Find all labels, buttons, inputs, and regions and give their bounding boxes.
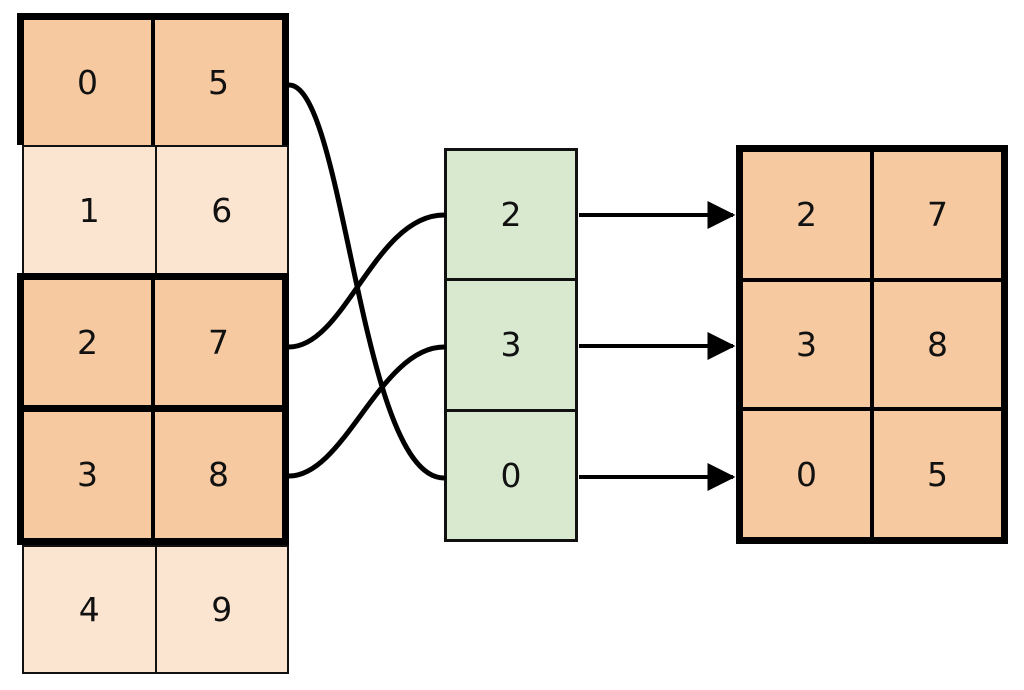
table-row: 3	[447, 281, 575, 412]
result-table: 2 7 3 8 0 5	[736, 145, 1008, 544]
cell: 7	[151, 279, 282, 406]
curve-source3-to-index1	[286, 344, 447, 479]
table-row: 4 9	[22, 544, 289, 675]
curve-source2-to-index0	[286, 212, 447, 350]
cell: 8	[151, 412, 282, 538]
table-row: 3 8	[743, 281, 1001, 412]
cell: 2	[500, 195, 522, 235]
source-table: 0 5 1 6 2 7 3 8 4 9	[17, 13, 289, 675]
cell: 4	[78, 589, 100, 629]
table-row: 1 6	[22, 145, 289, 273]
table-row: 0 5	[743, 411, 1001, 538]
table-row: 0 5	[17, 13, 289, 146]
cell: 7	[870, 152, 1001, 278]
index-column: 2 3 0	[444, 148, 578, 542]
cell: 0	[796, 454, 817, 494]
cell: 5	[151, 20, 282, 146]
table-row: 2	[447, 151, 575, 282]
cell: 5	[870, 411, 1001, 538]
cell: 6	[154, 147, 288, 273]
table-row: 0	[447, 411, 575, 539]
cell: 0	[77, 63, 98, 103]
cell: 1	[78, 190, 100, 230]
curve-source0-to-index2	[286, 82, 447, 481]
cell: 2	[77, 323, 98, 363]
cell: 3	[500, 325, 522, 365]
cell: 2	[796, 195, 817, 235]
table-row: 2 7	[743, 152, 1001, 282]
cell: 9	[154, 546, 288, 673]
cell: 3	[77, 455, 98, 495]
cell: 8	[870, 281, 1001, 408]
table-row: 2 7	[17, 272, 289, 406]
cell: 0	[500, 455, 522, 495]
cell: 3	[796, 325, 817, 364]
table-row: 3 8	[17, 405, 289, 545]
